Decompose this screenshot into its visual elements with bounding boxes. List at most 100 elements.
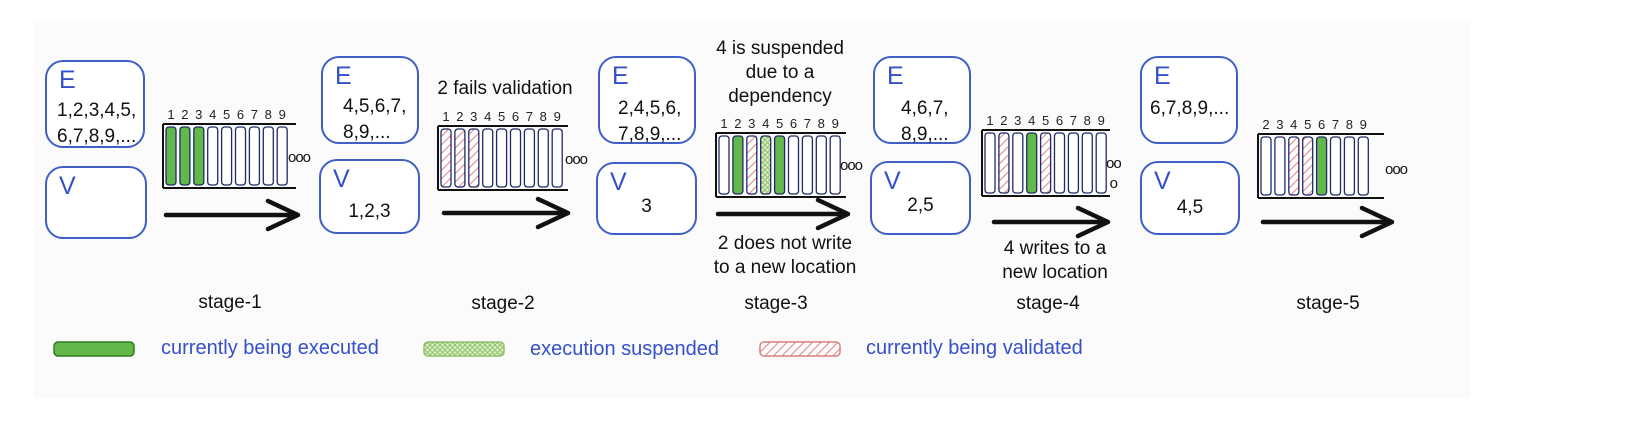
stage-5-slot-number-9: 9	[1360, 117, 1367, 132]
stage-3-executor-box: E 2,4,5,6, 7,8,9,...	[598, 56, 696, 145]
stage-3-validator-queue: 3	[641, 196, 652, 217]
stage-4-slot-6-empty	[1053, 132, 1066, 194]
stage-2-slot-6-empty	[509, 128, 522, 188]
stage-5-slot-2-empty	[1260, 136, 1272, 196]
stage-4-slot-number-8: 8	[1084, 113, 1091, 128]
stage-2-slot-7-empty	[523, 128, 536, 188]
stage-1-slot-number-6: 6	[237, 107, 244, 122]
stage-3-slot-8-empty	[815, 135, 827, 195]
stage-2-slot-2-valid	[454, 128, 466, 188]
stage-5-slot-8-empty	[1343, 136, 1356, 196]
validator-label: V	[884, 167, 901, 195]
stage-3-slot-number-3: 3	[748, 116, 755, 131]
stage-2-slot-number-7: 7	[526, 109, 533, 124]
stage-5-slot-3-empty	[1274, 136, 1286, 196]
stage-2-continuation: ooo	[565, 151, 588, 168]
stage-4-continuation: oo o	[1106, 155, 1122, 192]
stage-4-slot-5-valid	[1039, 132, 1052, 194]
stage-5-slot-number-5: 5	[1304, 117, 1311, 132]
stage-5-continuation: ooo	[1385, 161, 1408, 178]
stage-4-slot-number-2: 2	[1000, 113, 1007, 128]
executor-label: E	[1154, 62, 1171, 90]
executor-label: E	[59, 66, 76, 94]
stage-2-executor-queue: 4,5,6,7, 8,9,...	[343, 96, 407, 143]
stage-2-slot-4-empty	[482, 128, 494, 188]
stage-5-slot-4-valid	[1288, 136, 1300, 196]
stage-2-arrow-head	[535, 196, 571, 230]
stage-3-annotation-below: 2 does not write to a new location	[713, 233, 857, 278]
stage-2-slot-number-6: 6	[512, 109, 519, 124]
stage-1-slot-3-exec	[193, 126, 205, 186]
stage-5-validator-queue: 4,5	[1176, 197, 1204, 218]
legend-swatch-valid	[759, 341, 841, 357]
stage-4-arrow-head	[1075, 205, 1111, 239]
stage-3-slot-6-empty	[787, 135, 800, 195]
stage-2-validator-queue: 1,2,3	[348, 201, 391, 222]
stage-3-validator-box: V 3	[596, 162, 697, 235]
stage-1-slot-number-3: 3	[195, 107, 202, 122]
stage-2-slot-number-2: 2	[456, 109, 463, 124]
stage-4-annotation-below: 4 writes to a new location	[1002, 238, 1108, 283]
stage-5-executor-queue: 6,7,8,9,...	[1150, 98, 1230, 119]
legend-swatch-exec	[53, 341, 135, 357]
stage-3-continuation: ooo	[840, 157, 863, 174]
stage-2-slot-number-3: 3	[470, 109, 477, 124]
stage-5-slot-7-empty	[1329, 136, 1342, 196]
stage-5-slot-number-6: 6	[1318, 117, 1325, 132]
stage-3-slot-number-2: 2	[734, 116, 741, 131]
legend-validated-label: currently being validated	[866, 337, 1083, 359]
stage-1-slot-5-empty	[220, 126, 233, 186]
stage-4-validator-queue: 2,5	[907, 195, 934, 216]
stage-4-slot-number-4: 4	[1028, 113, 1035, 128]
stage-3-executor-queue: 2,4,5,6, 7,8,9,...	[618, 98, 682, 145]
stage-1-slot-7-empty	[248, 126, 261, 186]
stage-2-slot-3-valid	[468, 128, 480, 188]
executor-label: E	[335, 62, 352, 90]
validator-label: V	[610, 168, 627, 196]
stage-5-slot-6-exec	[1315, 136, 1328, 196]
stage-3-slot-number-4: 4	[762, 116, 769, 131]
stage-4-slot-2-valid	[998, 132, 1010, 194]
stage-1-slot-number-5: 5	[223, 107, 230, 122]
stage-1-slot-9-empty	[276, 126, 288, 186]
stage-1-validator-box: V	[45, 166, 147, 239]
stage-1-slot-1-exec	[165, 126, 177, 186]
stage-1-continuation: ooo	[288, 149, 311, 166]
stage-4-slot-number-5: 5	[1042, 113, 1049, 128]
stage-3-arrow-head	[815, 197, 851, 231]
stage-3-slot-1-empty	[718, 135, 730, 195]
stage-4-slot-8-empty	[1081, 132, 1093, 194]
stage-2-slot-number-4: 4	[484, 109, 491, 124]
stage-3-slot-number-6: 6	[790, 116, 797, 131]
stage-3-slot-9-empty	[829, 135, 841, 195]
stage-2-slot-number-5: 5	[498, 109, 505, 124]
stage-5-slot-9-empty	[1357, 136, 1369, 196]
stage-2-executor-box: E 4,5,6,7, 8,9,...	[321, 56, 419, 144]
stage-1-slot-number-4: 4	[209, 107, 216, 122]
executor-label: E	[612, 62, 629, 90]
stage-1-slot-2-exec	[179, 126, 191, 186]
stage-1-executor-queue: 1,2,3,4,5, 6,7,8,9,...	[57, 100, 137, 147]
stage-5-slot-5-valid	[1302, 136, 1314, 196]
stage-5-validator-box: V 4,5	[1140, 161, 1240, 235]
stage-2-annotation-above: 2 fails validation	[437, 78, 573, 99]
stage-4-slot-9-empty	[1095, 132, 1107, 194]
stage-1-slot-6-empty	[234, 126, 247, 186]
stage-1-slot-number-8: 8	[265, 107, 272, 122]
stage-4-slot-number-1: 1	[986, 113, 993, 128]
stage-5-slot-number-7: 7	[1332, 117, 1339, 132]
stage-2-slot-1-valid	[440, 128, 452, 188]
stage-2-slot-number-1: 1	[442, 109, 449, 124]
validator-label: V	[59, 172, 76, 200]
stage-4-label: stage-4	[1016, 293, 1080, 314]
stage-1-slot-number-7: 7	[251, 107, 258, 122]
stage-3-slot-2-exec	[732, 135, 744, 195]
stage-4-slot-number-9: 9	[1098, 113, 1105, 128]
stage-5-slot-number-3: 3	[1276, 117, 1283, 132]
stage-2-slot-9-empty	[551, 128, 563, 188]
stage-4-slot-4-exec	[1026, 132, 1038, 194]
stage-4-slot-number-7: 7	[1070, 113, 1077, 128]
stage-5-slot-number-8: 8	[1346, 117, 1353, 132]
